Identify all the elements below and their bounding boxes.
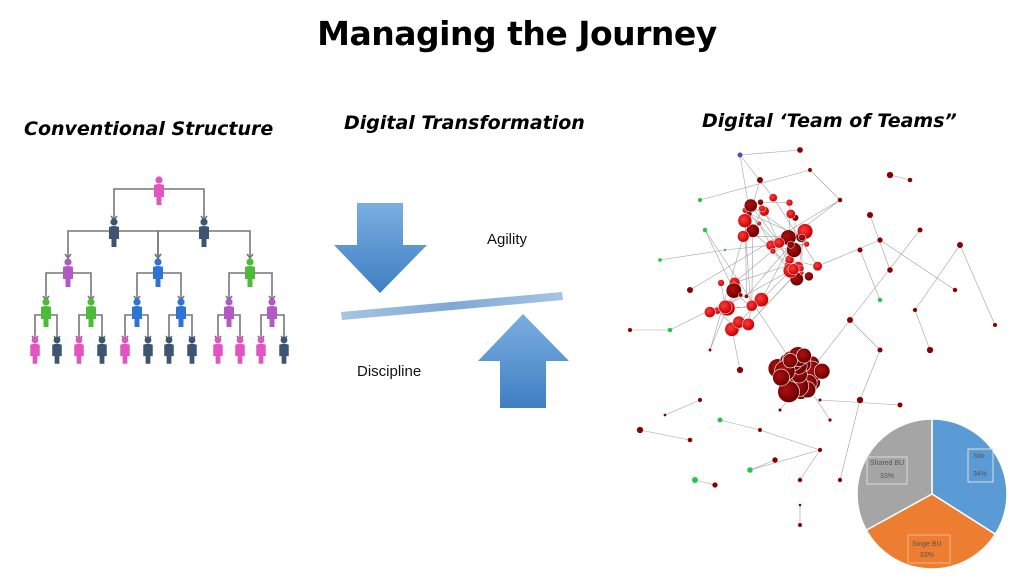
business-unit-pie-chart: Silo 34% Shared BU 33% Singe BU 33%: [856, 418, 1008, 570]
seesaw-graphic: [334, 203, 569, 408]
org-person-manager-icon: [199, 218, 209, 247]
page-title: Managing the Journey: [317, 14, 717, 53]
org-person-lead-icon: [245, 258, 255, 287]
org-person-icon: [120, 336, 130, 364]
balance-beam: [341, 292, 563, 320]
pie-slice-shared-bu: [856, 418, 933, 532]
down-arrow-icon: [334, 203, 427, 293]
conventional-structure-heading: Conventional Structure: [24, 118, 274, 140]
org-person-icon: [41, 298, 51, 327]
pie-value-silo: 34%: [973, 471, 987, 478]
org-person-icon: [176, 298, 186, 327]
org-person-icon: [267, 298, 277, 327]
org-person-icon: [235, 336, 245, 364]
pie-label-singe-bu: Singe BU: [912, 541, 942, 548]
network-graph: [627, 147, 998, 527]
pie-label-shared-bu: Shared BU: [870, 460, 904, 467]
org-person-ceo-icon: [154, 176, 164, 205]
org-person-manager-icon: [109, 218, 119, 247]
org-person-icon: [132, 298, 142, 327]
pie-value-singe-bu: 33%: [920, 552, 934, 559]
org-person-icon: [30, 336, 40, 364]
pie-label-silo: Silo: [973, 453, 985, 460]
org-person-lead-icon: [63, 258, 73, 287]
agility-label: Agility: [487, 231, 528, 248]
up-arrow-icon: [478, 314, 569, 408]
org-person-icon: [187, 336, 197, 364]
org-chart: [30, 176, 289, 364]
org-person-lead-icon: [153, 258, 163, 287]
org-person-icon: [97, 336, 107, 364]
org-person-icon: [74, 336, 84, 364]
pie-value-shared-bu: 33%: [880, 473, 894, 480]
discipline-label: Discipline: [357, 363, 422, 380]
org-person-icon: [164, 336, 174, 364]
digital-transformation-heading: Digital Transformation: [344, 112, 585, 134]
org-person-icon: [279, 336, 289, 364]
org-person-icon: [52, 336, 62, 364]
org-person-icon: [86, 298, 96, 327]
team-of-teams-heading: Digital ‘Team of Teams”: [702, 110, 957, 132]
org-person-icon: [256, 336, 266, 364]
org-person-icon: [224, 298, 234, 327]
org-person-icon: [213, 336, 223, 364]
org-person-icon: [143, 336, 153, 364]
